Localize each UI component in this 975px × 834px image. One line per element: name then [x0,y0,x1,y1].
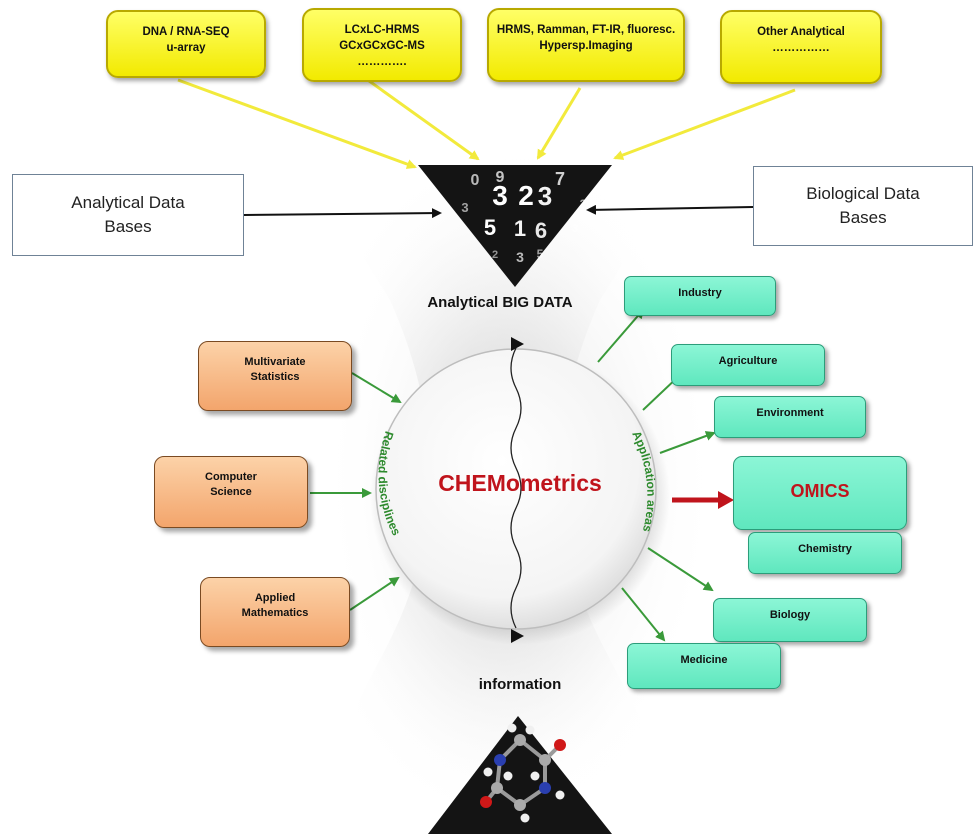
digit-glyph: 3 [492,180,508,211]
arrow-lcxlc-to-data [364,76,480,161]
db-line: Bases [104,217,152,236]
arrow-multivariate [351,372,402,404]
arrow-environment [659,431,716,454]
db-line: Biological Data [806,184,920,203]
application-box-omics: OMICS [733,456,907,530]
digit-glyph: 5 [537,247,544,261]
divider-arrow-top [511,337,524,351]
digit-glyph: 7 [555,169,565,189]
source-box-lcxlc-hrms: LCxLC-HRMS GCxGCxGC-MS …………. [302,8,462,82]
source-line: HRMS, Ramman, FT-IR, fluoresc. [496,24,676,36]
analytical-databases-box: Analytical Data Bases [12,174,244,256]
arrow-hrms-to-data [536,87,582,160]
arrow-other-to-data [613,88,796,160]
discipline-line: Science [210,486,252,498]
digit-glyph: 0 [471,172,480,189]
source-line: u-array [166,42,206,54]
arrow-biological-db [586,204,754,215]
discipline-box-multivariate-statistics: Multivariate Statistics [198,341,352,411]
big-data-label: Analytical BIG DATA [427,294,573,311]
digit-glyph: 3 [516,249,524,265]
discipline-box-computer-science: Computer Science [154,456,308,528]
digit-glyph: 3 [461,200,468,215]
biological-databases-box: Biological Data Bases [753,166,973,246]
digit-glyph: 6 [535,218,547,243]
source-line: LCxLC-HRMS [344,24,420,36]
application-box-agriculture: Agriculture [671,344,825,386]
arrow-omics-head [718,491,734,509]
information-label: information [478,676,562,693]
arrow-biology [647,547,714,592]
arrow-dna-to-data [177,78,417,169]
application-box-industry: Industry [624,276,776,316]
digit-glyph: 3 [572,223,578,235]
source-box-hrms-ramman: HRMS, Ramman, FT-IR, fluoresc. Hypersp.I… [487,8,685,82]
chemometrics-title: CHEMometrics [438,470,602,496]
source-line: Other Analytical [757,26,845,38]
arrow-analytical-db [243,208,442,219]
wavy-divider [510,347,522,629]
source-box-other-analytical: Other Analytical …………… [720,10,882,84]
discipline-line: Computer [205,471,257,483]
divider-arrow-bottom [511,629,524,643]
digit-glyph: 3 [538,181,552,211]
digit-glyph: 2 [492,249,498,261]
discipline-line: Multivariate [244,356,306,368]
source-line: DNA / RNA-SEQ [142,26,230,38]
digit-glyph: 2 [518,180,534,211]
arrow-applied-math [349,576,400,611]
arrow-medicine [621,587,666,642]
db-line: Analytical Data [71,193,185,212]
discipline-box-applied-mathematics: Applied Mathematics [200,577,350,647]
source-line: …………… [772,42,830,54]
source-box-dna-rna-seq: DNA / RNA-SEQ u-array [106,10,266,78]
source-line: Hypersp.Imaging [539,40,633,52]
digit-glyph: 5 [484,215,496,240]
source-line: …………. [357,56,407,68]
molecule-icon [428,716,612,834]
application-box-medicine: Medicine [627,643,781,689]
digit-glyph: 2 [580,197,587,211]
discipline-line: Applied [254,592,296,604]
application-box-environment: Environment [714,396,866,438]
application-box-chemistry: Chemistry [748,532,902,574]
application-box-biology: Biology [713,598,867,642]
discipline-line: Mathematics [241,607,309,619]
digit-glyph: 9 [496,169,505,186]
discipline-line: Statistics [250,371,300,383]
arrow-industry [597,308,645,363]
db-line: Bases [839,208,887,227]
digit-glyph: 1 [514,216,526,241]
source-line: GCxGCxGC-MS [339,40,425,52]
